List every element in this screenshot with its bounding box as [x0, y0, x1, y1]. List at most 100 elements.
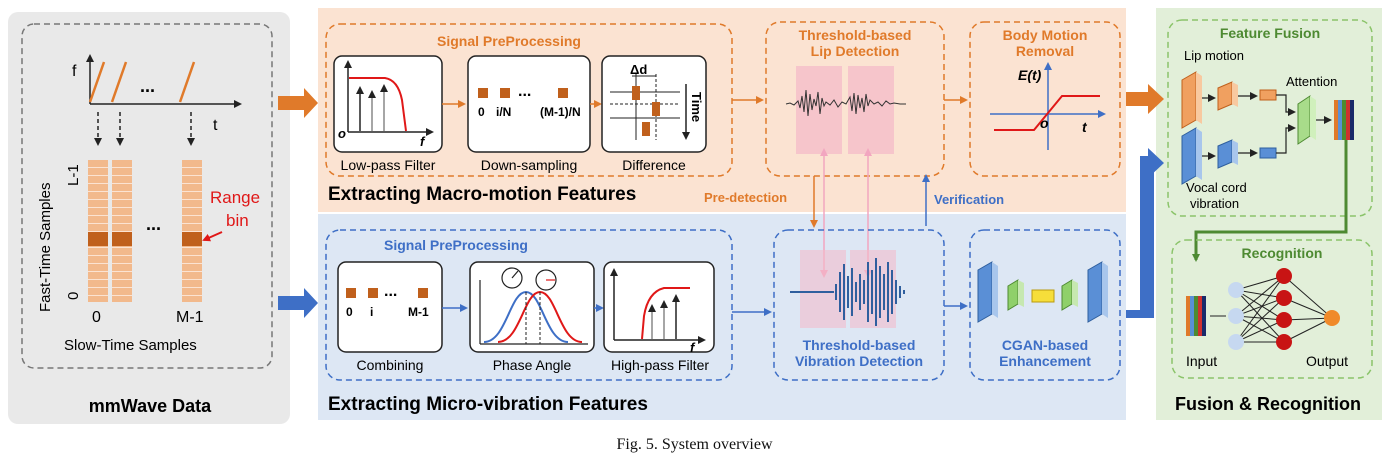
- vib-title-2: Vibration Detection: [795, 353, 923, 369]
- vib-title-1: Threshold-based: [803, 337, 916, 353]
- dashed-down-arrows: [94, 112, 195, 146]
- phase-angle-plot: [479, 267, 588, 345]
- fusion-to-recognition-arrow: [1192, 140, 1348, 262]
- body-motion-box: [969, 21, 1121, 177]
- phase-angle-box: [469, 261, 595, 353]
- time-axis-label: t: [213, 117, 218, 134]
- micro-section-title: Extracting Micro-vibration Features: [328, 394, 648, 415]
- ds-label-m: (M-1)/N: [540, 105, 581, 119]
- vocal-label-1: Vocal cord: [1186, 180, 1247, 195]
- cgan-box: [969, 229, 1121, 381]
- blue-fusion-arrow: [1126, 148, 1164, 318]
- diagram-canvas: f t ... ... Range bin Fast-Time Samples …: [8, 8, 1382, 424]
- ds-label-0: 0: [478, 105, 485, 119]
- highpass-plot: [610, 268, 706, 344]
- comb-label-0: 0: [346, 305, 353, 319]
- chirp-plot: [86, 54, 242, 108]
- bm-t-label: t: [1082, 119, 1088, 135]
- bm-et-label: E(t): [1018, 67, 1042, 83]
- range-bin-columns: [88, 160, 202, 302]
- recognition-box: [1171, 239, 1373, 379]
- column-dots: ...: [146, 214, 161, 234]
- input-label: Input: [1186, 353, 1217, 369]
- lip-window-2: [848, 66, 894, 154]
- pre-detection-label: Pre-detection: [704, 190, 787, 205]
- lowpass-label: Low-pass Filter: [341, 157, 436, 173]
- downsampling-squares: [478, 88, 568, 98]
- comb-label-i: i: [370, 305, 373, 319]
- downsampling-label: Down-sampling: [481, 157, 577, 173]
- bm-title-2: Removal: [1016, 43, 1074, 59]
- recognition-title: Recognition: [1242, 245, 1323, 261]
- micro-preproc-title: Signal PreProcessing: [384, 237, 528, 253]
- lip-title-1: Threshold-based: [799, 27, 912, 43]
- fusion-section-title: Fusion & Recognition: [1175, 394, 1361, 414]
- freq-axis-label: f: [72, 63, 77, 80]
- downsampling-dots: ...: [518, 83, 531, 100]
- delta-d-label: Δd: [630, 62, 647, 77]
- verification-label: Verification: [934, 192, 1004, 207]
- range-bin-arrow: [202, 231, 223, 242]
- ds-label-i: i/N: [496, 105, 511, 119]
- downsampling-box: [467, 55, 591, 153]
- bottom-index-label: 0: [65, 292, 82, 300]
- vocal-label-2: vibration: [1190, 196, 1239, 211]
- recognition-network: [1186, 268, 1340, 350]
- macro-panel: [318, 8, 1126, 212]
- vibration-detection-box: [773, 229, 945, 381]
- orange-entry-arrow: [278, 88, 318, 118]
- difference-label: Difference: [622, 157, 686, 173]
- attention-label: Attention: [1286, 74, 1337, 89]
- lowpass-box: [333, 55, 443, 153]
- phase-angle-label: Phase Angle: [493, 357, 572, 373]
- blue-entry-arrow: [278, 288, 318, 318]
- macro-preproc-title: Signal PreProcessing: [437, 33, 581, 49]
- combining-box: [337, 261, 443, 353]
- feature-fusion-box: [1167, 19, 1373, 217]
- lip-title-2: Lip Detection: [811, 43, 900, 59]
- lowpass-o: o: [338, 126, 346, 141]
- lowpass-plot: [344, 60, 434, 136]
- time-label: Time: [689, 92, 704, 122]
- range-bin-label-2: bin: [226, 211, 249, 230]
- mmwave-dashed-box: [21, 23, 273, 369]
- feature-fusion-title: Feature Fusion: [1220, 25, 1320, 41]
- cgan-title-2: Enhancement: [999, 353, 1091, 369]
- output-label: Output: [1306, 353, 1348, 369]
- figure-caption: Fig. 5. System overview: [616, 436, 773, 453]
- fast-time-label: Fast-Time Samples: [37, 183, 54, 312]
- highpass-f: f: [690, 340, 696, 355]
- cgan-title-1: CGAN-based: [1002, 337, 1088, 353]
- comb-label-m: M-1: [408, 305, 429, 319]
- top-index-label: L-1: [65, 164, 82, 186]
- cgan-network: [977, 261, 1108, 323]
- range-bin-label: Range: [210, 188, 260, 207]
- combining-squares: [346, 288, 428, 298]
- bm-title-1: Body Motion: [1003, 27, 1088, 43]
- combining-dots: ...: [384, 283, 397, 300]
- mmwave-panel: [8, 12, 290, 424]
- lip-window-1: [796, 66, 842, 154]
- micro-preproc-box: [325, 229, 733, 381]
- bm-o-label: o: [1040, 115, 1049, 131]
- col-0-label: 0: [92, 309, 101, 326]
- lip-detection-box: [765, 21, 945, 177]
- lowpass-f: f: [420, 134, 426, 149]
- lip-motion-label: Lip motion: [1184, 48, 1244, 63]
- fusion-connectors: [1202, 92, 1332, 160]
- combining-label: Combining: [357, 357, 424, 373]
- col-m-label: M-1: [176, 309, 204, 326]
- macro-section-title: Extracting Macro-motion Features: [328, 184, 636, 205]
- fusion-network: [1181, 71, 1354, 185]
- micro-panel: [318, 214, 1126, 420]
- vibration-waveform: [790, 258, 905, 326]
- difference-plot: [610, 74, 690, 140]
- body-motion-plot: [990, 62, 1106, 150]
- highpass-box: [603, 261, 715, 353]
- lip-signal: [785, 89, 906, 117]
- orange-fusion-arrow: [1126, 84, 1164, 114]
- vib-window-1: [800, 250, 846, 328]
- mmwave-title: mmWave Data: [89, 396, 212, 416]
- chirp-dots: ...: [140, 76, 155, 96]
